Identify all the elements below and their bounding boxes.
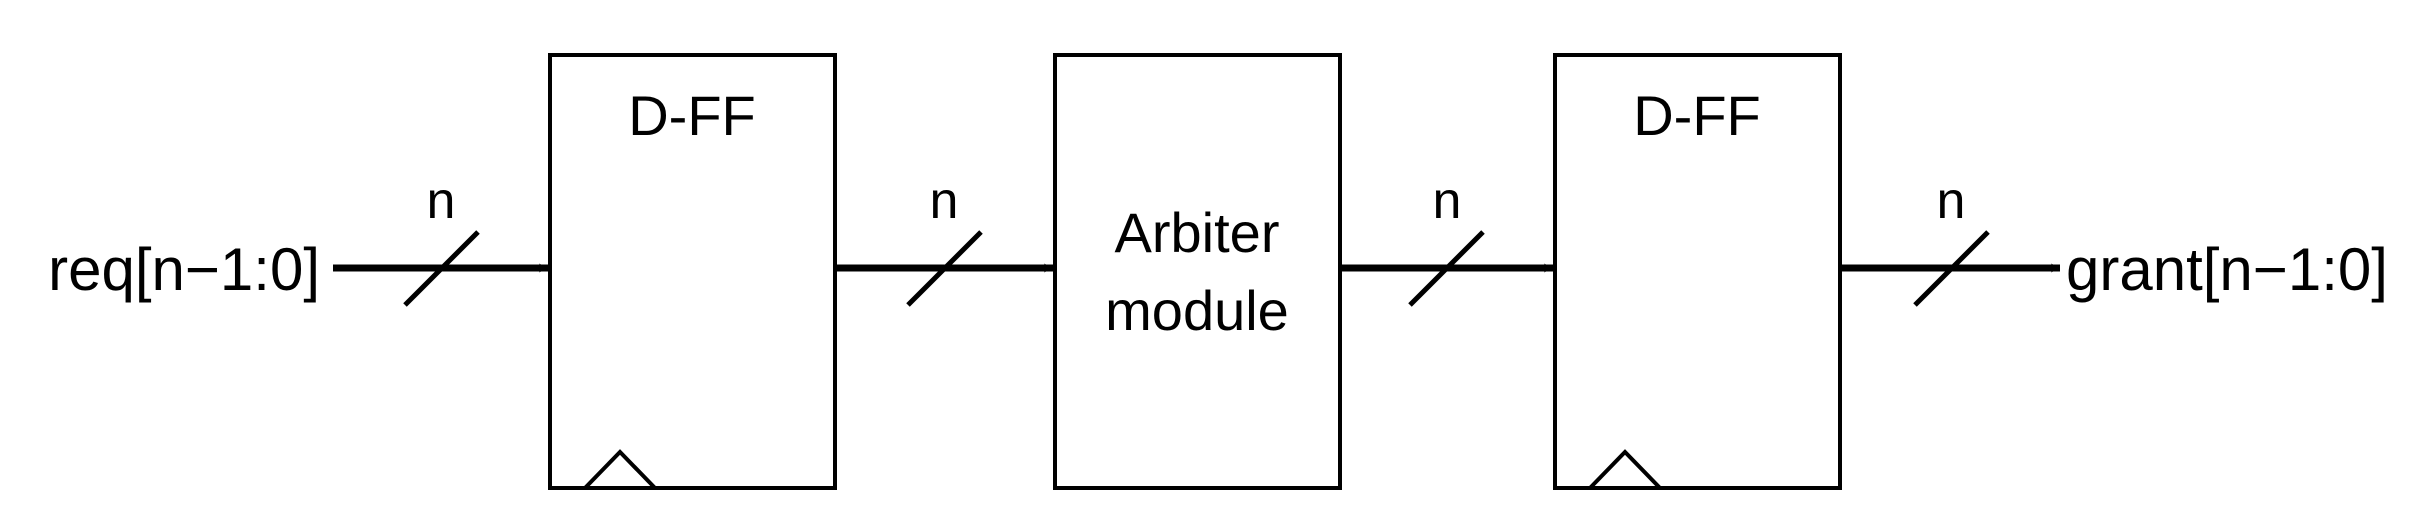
bus-width-label: n xyxy=(1937,172,1966,230)
dff-label: D-FF xyxy=(1633,84,1761,147)
dff-block-input: D-FF xyxy=(548,53,837,490)
clock-triangle-icon xyxy=(583,449,657,490)
bus-width-slash xyxy=(1408,230,1485,307)
bus-width-label: n xyxy=(427,172,456,230)
bus-arrow-2: n xyxy=(837,172,1053,307)
clock-triangle-icon xyxy=(1588,449,1662,490)
bus-width-label: n xyxy=(930,172,959,230)
dff-box xyxy=(548,53,837,490)
arbiter-label-line-2: module xyxy=(1105,279,1289,342)
bus-width-label: n xyxy=(1433,172,1462,230)
arbiter-label-line-1: Arbiter xyxy=(1115,201,1280,264)
bus-width-slash xyxy=(906,230,983,307)
dff-label: D-FF xyxy=(628,84,756,147)
input-signal-label: req[n−1:0] xyxy=(48,236,320,303)
bus-arrow-1: n xyxy=(333,172,548,307)
bus-width-slash xyxy=(403,230,480,307)
arbiter-box xyxy=(1053,53,1342,490)
dff-block-output: D-FF xyxy=(1553,53,1842,490)
bus-width-slash xyxy=(1913,230,1990,307)
bus-arrow-4: n xyxy=(1842,172,2060,307)
arbiter-module-block: Arbiter module xyxy=(1053,53,1342,490)
output-signal-label: grant[n−1:0] xyxy=(2066,236,2388,303)
dff-box xyxy=(1553,53,1842,490)
bus-arrow-3: n xyxy=(1342,172,1553,307)
